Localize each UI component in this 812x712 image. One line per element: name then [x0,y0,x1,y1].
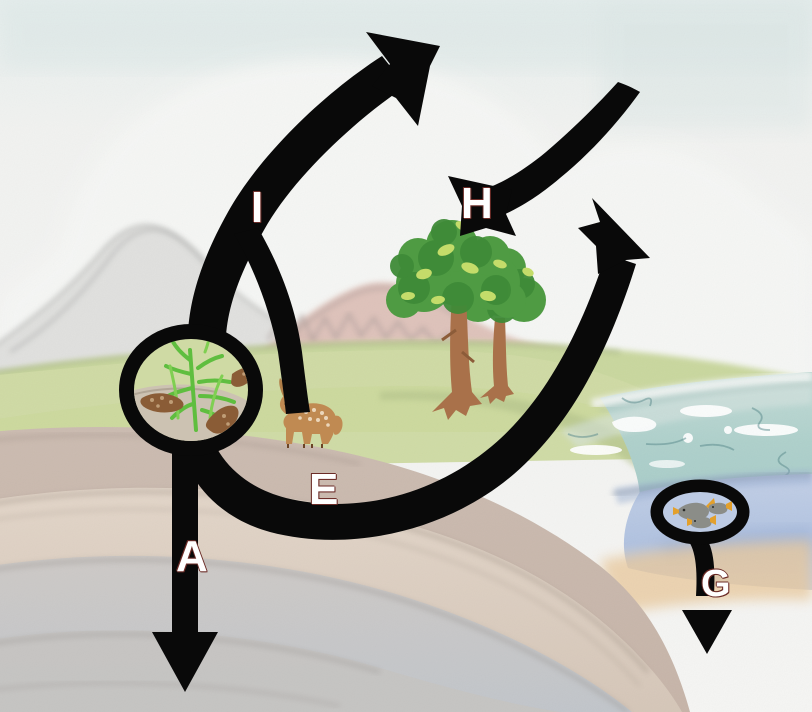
label-E: E [309,465,339,514]
label-I: I [251,183,264,232]
arrow-A [152,430,218,692]
label-A: A [176,532,208,581]
fish-2 [708,501,732,515]
fish-3 [687,515,716,529]
arrow-E [176,198,650,540]
arrow-G [682,532,732,654]
arrow-H [448,82,640,236]
label-H: H [461,179,493,228]
label-G: G [701,563,731,605]
fish-oval-ring [650,479,750,545]
soil-oval-ring [119,324,263,456]
arrow-I [188,32,440,336]
soil-oval-contents [134,339,248,441]
fish-oval-contents [663,492,737,532]
arrow-I-limb [234,228,310,414]
